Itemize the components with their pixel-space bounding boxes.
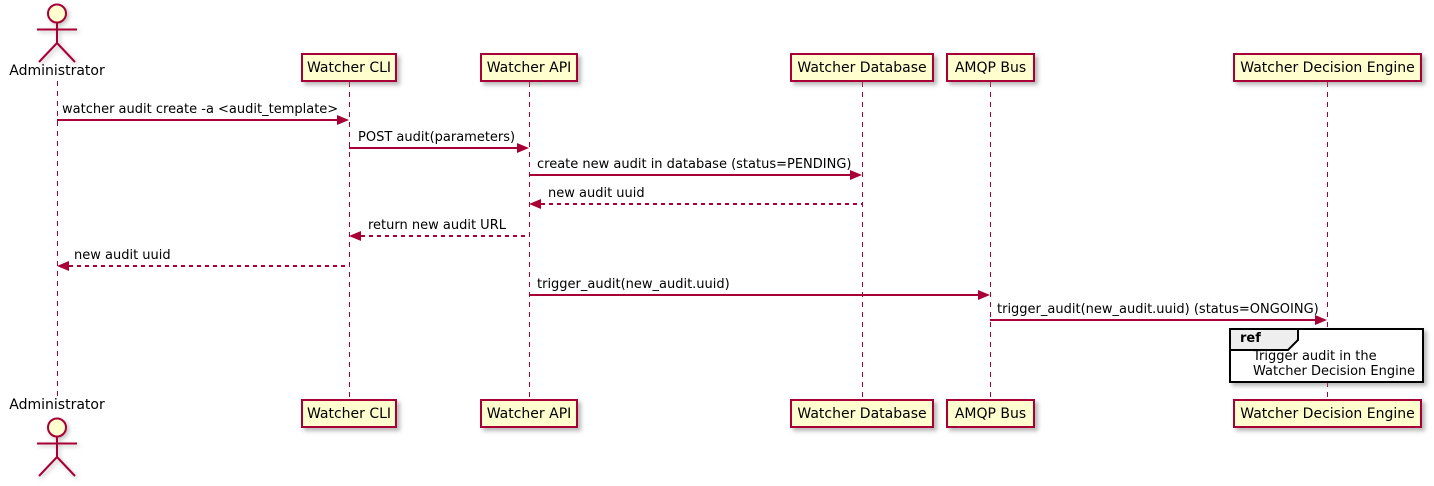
message-5-line xyxy=(361,235,529,237)
message-3-arrowhead xyxy=(850,170,862,180)
lifeline-watcher-database xyxy=(861,82,863,399)
participant-box-watcher-decision-engine-bottom: Watcher Decision Engine xyxy=(1233,399,1422,428)
message-4-arrowhead xyxy=(529,199,541,209)
message-8-line xyxy=(990,319,1315,321)
administrator-label-top: Administrator xyxy=(9,63,105,79)
lifeline-watcher-api xyxy=(528,82,530,399)
message-6-arrowhead xyxy=(57,261,69,271)
message-3-line xyxy=(529,174,850,176)
message-1-label: watcher audit create -a <audit_template> xyxy=(62,102,339,117)
message-1-arrowhead xyxy=(337,115,349,125)
participant-box-watcher-database-bottom: Watcher Database xyxy=(790,399,934,428)
ref-line-1: Trigger audit in the xyxy=(1253,349,1377,364)
message-7-label: trigger_audit(new_audit.uuid) xyxy=(537,277,730,292)
message-2-arrowhead xyxy=(517,143,529,153)
participant-box-watcher-api-bottom: Watcher API xyxy=(480,399,578,428)
message-5-arrowhead xyxy=(349,231,361,241)
message-2-label: POST audit(parameters) xyxy=(358,130,516,145)
lifeline-administrator xyxy=(56,81,58,397)
ref-tab-pentagon xyxy=(1229,328,1299,351)
ref-line-2: Watcher Decision Engine xyxy=(1253,364,1415,379)
administrator-actor-icon-bottom xyxy=(37,417,77,477)
participant-box-watcher-cli-top: Watcher CLI xyxy=(301,53,397,82)
lifeline-watcher-decision-engine xyxy=(1327,82,1328,399)
administrator-label-bottom: Administrator xyxy=(9,397,105,413)
participant-box-watcher-decision-engine-top: Watcher Decision Engine xyxy=(1233,53,1422,82)
message-8-arrowhead xyxy=(1315,315,1327,325)
ref-keyword: ref xyxy=(1240,331,1261,346)
message-7-line xyxy=(529,294,978,296)
participant-box-amqp-bus-top: AMQP Bus xyxy=(946,53,1035,82)
participant-box-watcher-cli-bottom: Watcher CLI xyxy=(301,399,397,428)
participant-box-watcher-database-top: Watcher Database xyxy=(790,53,934,82)
message-4-line xyxy=(541,203,862,205)
administrator-actor-icon xyxy=(37,3,77,63)
ref-fragment: ref Trigger audit in the Watcher Decisio… xyxy=(1229,328,1424,383)
message-6-line xyxy=(69,265,349,267)
message-5-label: return new audit URL xyxy=(368,218,506,233)
message-3-label: create new audit in database (status=PEN… xyxy=(537,157,852,172)
message-4-label: new audit uuid xyxy=(548,186,645,201)
message-7-arrowhead xyxy=(978,290,990,300)
participant-box-watcher-api-top: Watcher API xyxy=(480,53,578,82)
lifeline-amqp-bus xyxy=(990,82,991,399)
participant-box-amqp-bus-bottom: AMQP Bus xyxy=(946,399,1035,428)
message-6-label: new audit uuid xyxy=(74,248,171,263)
message-2-line xyxy=(349,147,517,149)
message-8-label: trigger_audit(new_audit.uuid) (status=ON… xyxy=(997,302,1319,317)
message-1-line xyxy=(57,119,337,121)
